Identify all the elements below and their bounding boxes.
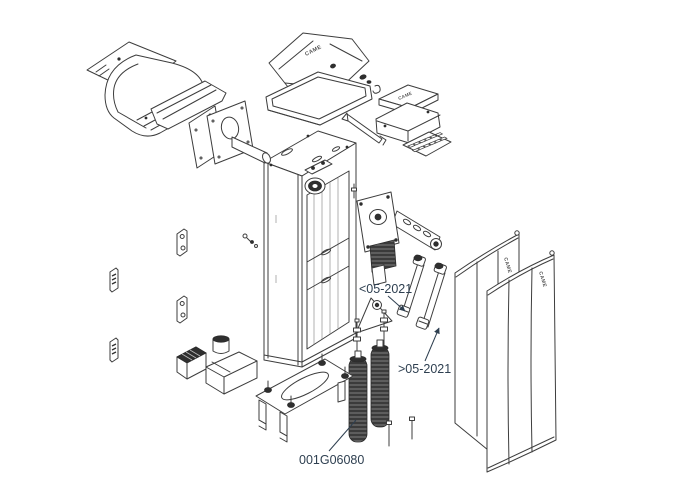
- front-door-came-logo: CAME: [537, 271, 548, 289]
- cable-grommets: [359, 74, 381, 94]
- gearmotor: [351, 183, 400, 286]
- variant-newer-label: >05-2021: [398, 362, 451, 376]
- crank-arm: [391, 210, 442, 251]
- cover-gasket: [265, 71, 373, 126]
- head-inner-channel: [150, 80, 227, 130]
- shaft-bearing: [304, 177, 326, 195]
- main-cabinet: [263, 130, 357, 368]
- top-cover: CAME: [268, 32, 370, 92]
- drive-shaft: [231, 136, 271, 164]
- callout-labels: <05-2021 >05-2021 001G06080: [299, 282, 451, 467]
- control-lid-came-logo: CAME: [397, 91, 413, 101]
- control-box: [375, 102, 441, 144]
- anchor-bolts: [264, 353, 349, 408]
- control-board: [402, 131, 452, 157]
- transformer: [176, 346, 207, 380]
- base-plate: [255, 353, 354, 443]
- part-number-label: 001G06080: [299, 453, 364, 467]
- capacitor: [212, 335, 230, 354]
- fixing-pins: [386, 416, 415, 447]
- balance-spring-left: [348, 350, 368, 443]
- terminal-cover-box: [205, 351, 258, 395]
- side-door-front: CAME: [486, 250, 557, 473]
- mounting-brackets: [109, 228, 188, 363]
- threaded-rods: [353, 309, 388, 359]
- tie-rod-newer: [415, 262, 447, 330]
- spring-anchor-bracket: [355, 297, 393, 334]
- screw-set: [242, 233, 258, 248]
- variant-older-label: <05-2021: [359, 282, 412, 296]
- rear-door-came-logo: CAME: [502, 257, 513, 275]
- support-bar: [341, 112, 387, 146]
- balance-spring-right: [370, 339, 390, 428]
